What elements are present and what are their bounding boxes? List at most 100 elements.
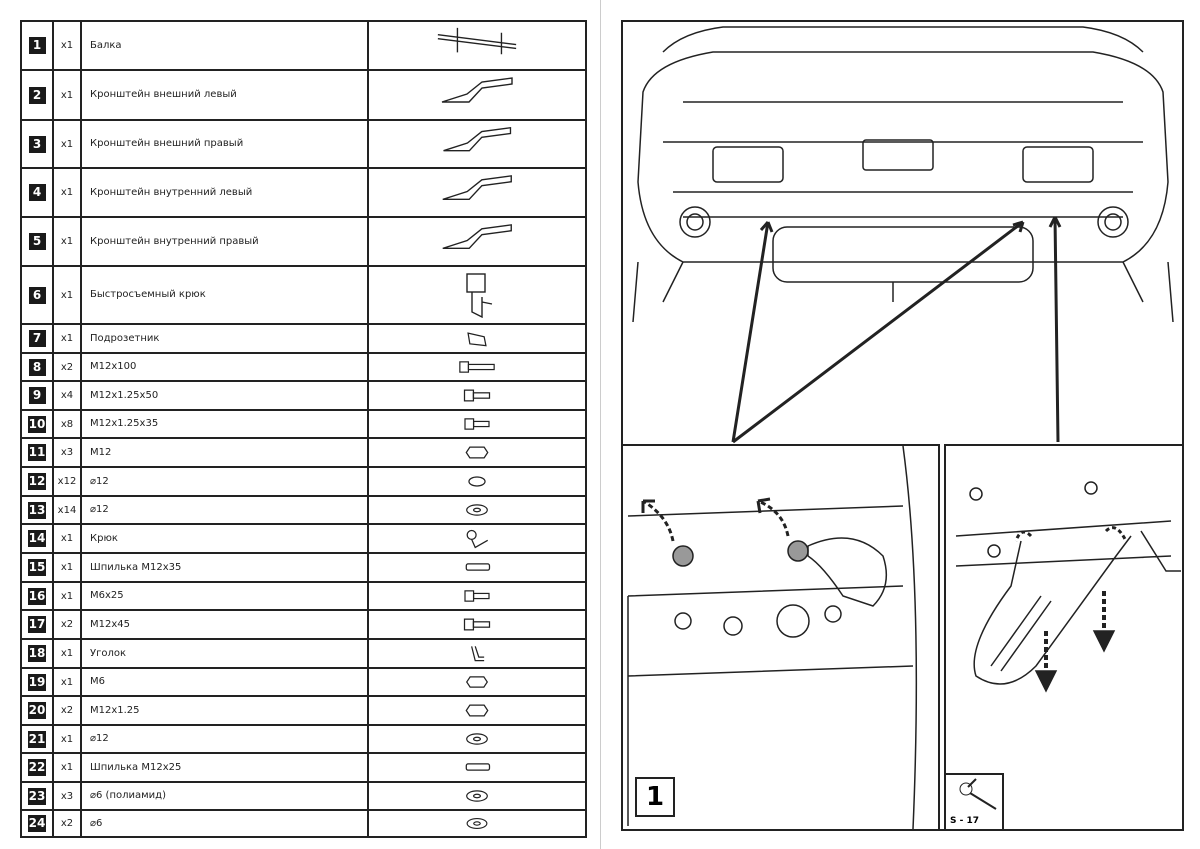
hook-icon <box>466 273 493 318</box>
part-number-cell: 1 <box>20 20 54 71</box>
part-image-cell <box>367 781 587 811</box>
bolt-long-icon <box>459 361 495 373</box>
part-row: 23 x3 ⌀6 (полиамид) <box>20 781 587 811</box>
part-name: ⌀6 (полиамид) <box>80 781 369 811</box>
part-name: Быстросъемный крюк <box>80 265 369 325</box>
part-image-cell <box>367 581 587 611</box>
nut-icon <box>465 676 489 688</box>
part-image-cell <box>367 638 587 669</box>
part-name: Кронштейн внутренний левый <box>80 167 369 218</box>
part-quantity: x1 <box>52 167 82 218</box>
part-row: 13 x14 ⌀12 <box>20 495 587 525</box>
part-quantity: x1 <box>52 552 82 583</box>
parts-list-page: 1 x1 Балка 2 x1 Кронштейн внешний левый … <box>20 20 587 838</box>
part-row: 9 x4 M12x1.25x50 <box>20 380 587 411</box>
part-image-cell <box>367 380 587 411</box>
part-number: 2 <box>28 86 46 104</box>
part-number: 15 <box>27 559 47 576</box>
part-number-cell: 19 <box>20 667 54 697</box>
part-row: 18 x1 Уголок <box>20 638 587 669</box>
ball-icon <box>466 529 489 549</box>
part-name: M12x1.25x35 <box>80 409 369 439</box>
part-quantity: x2 <box>52 609 82 640</box>
step-number: 1 <box>635 777 675 817</box>
plate-icon <box>467 332 487 347</box>
part-number-cell: 17 <box>20 609 54 640</box>
bolt-icon <box>463 618 491 631</box>
part-image-cell <box>367 20 587 71</box>
detail-panel-brackets: S - 17 <box>944 444 1184 831</box>
part-number-cell: 21 <box>20 724 54 754</box>
part-row: 1 x1 Балка <box>20 20 587 71</box>
part-number: 6 <box>28 286 46 304</box>
part-quantity: x2 <box>52 695 82 726</box>
part-number-cell: 23 <box>20 781 54 811</box>
part-quantity: x1 <box>52 20 82 71</box>
part-name: M12x1.25x50 <box>80 380 369 411</box>
part-quantity: x12 <box>52 466 82 497</box>
part-number-cell: 5 <box>20 216 54 267</box>
bolt-icon <box>464 418 490 430</box>
stud-icon <box>465 563 491 571</box>
part-number: 18 <box>27 645 47 662</box>
part-image-cell <box>367 265 587 325</box>
part-number-cell: 14 <box>20 523 54 554</box>
stud-icon <box>465 763 491 771</box>
part-quantity: x14 <box>52 495 82 525</box>
washer-icon <box>466 733 488 745</box>
part-name: Шпилька M12x35 <box>80 552 369 583</box>
bracket-icon <box>442 175 512 201</box>
part-name: Уголок <box>80 638 369 669</box>
part-row: 6 x1 Быстросъемный крюк <box>20 265 587 325</box>
parts-table: 1 x1 Балка 2 x1 Кронштейн внешний левый … <box>20 20 587 838</box>
tool-size-label: S - 17 <box>950 816 980 826</box>
part-image-cell <box>367 119 587 169</box>
part-number: 19 <box>27 673 47 691</box>
part-number-cell: 16 <box>20 581 54 611</box>
part-number: 24 <box>27 815 47 832</box>
part-image-cell <box>367 609 587 640</box>
part-row: 20 x2 M12x1.25 <box>20 695 587 726</box>
part-name: Балка <box>80 20 369 71</box>
part-quantity: x1 <box>52 69 82 121</box>
part-number-cell: 20 <box>20 695 54 726</box>
part-quantity: x1 <box>52 581 82 611</box>
part-name: ⌀12 <box>80 495 369 525</box>
part-image-cell <box>367 69 587 121</box>
bracket-icon <box>442 224 512 250</box>
part-quantity: x1 <box>52 638 82 669</box>
part-number-cell: 2 <box>20 69 54 121</box>
part-row: 11 x3 M12 <box>20 437 587 468</box>
part-quantity: x2 <box>52 352 82 382</box>
part-number-cell: 24 <box>20 809 54 838</box>
washer-icon <box>466 504 488 516</box>
part-name: ⌀12 <box>80 724 369 754</box>
nut-icon <box>465 704 489 717</box>
part-number: 11 <box>27 444 47 461</box>
part-number: 20 <box>27 702 47 719</box>
part-image-cell <box>367 352 587 382</box>
part-quantity: x3 <box>52 437 82 468</box>
part-quantity: x1 <box>52 523 82 554</box>
part-name: M12 <box>80 437 369 468</box>
part-quantity: x4 <box>52 380 82 411</box>
part-row: 21 x1 ⌀12 <box>20 724 587 754</box>
part-number-cell: 18 <box>20 638 54 669</box>
part-image-cell <box>367 695 587 726</box>
part-number: 3 <box>28 135 46 153</box>
part-number: 10 <box>27 415 47 433</box>
part-number-cell: 11 <box>20 437 54 468</box>
part-quantity: x3 <box>52 781 82 811</box>
part-row: 4 x1 Кронштейн внутренний левый <box>20 167 587 218</box>
part-quantity: x1 <box>52 724 82 754</box>
part-image-cell <box>367 409 587 439</box>
part-row: 22 x1 Шпилька M12x25 <box>20 752 587 783</box>
part-number-cell: 15 <box>20 552 54 583</box>
part-number-cell: 13 <box>20 495 54 525</box>
part-name: Шпилька M12x25 <box>80 752 369 783</box>
tool-socket-wrench: S - 17 <box>944 773 1004 831</box>
part-number: 21 <box>27 730 47 748</box>
car-rear-illustration <box>621 20 1184 446</box>
part-name: Кронштейн внешний правый <box>80 119 369 169</box>
part-name: Крюк <box>80 523 369 554</box>
